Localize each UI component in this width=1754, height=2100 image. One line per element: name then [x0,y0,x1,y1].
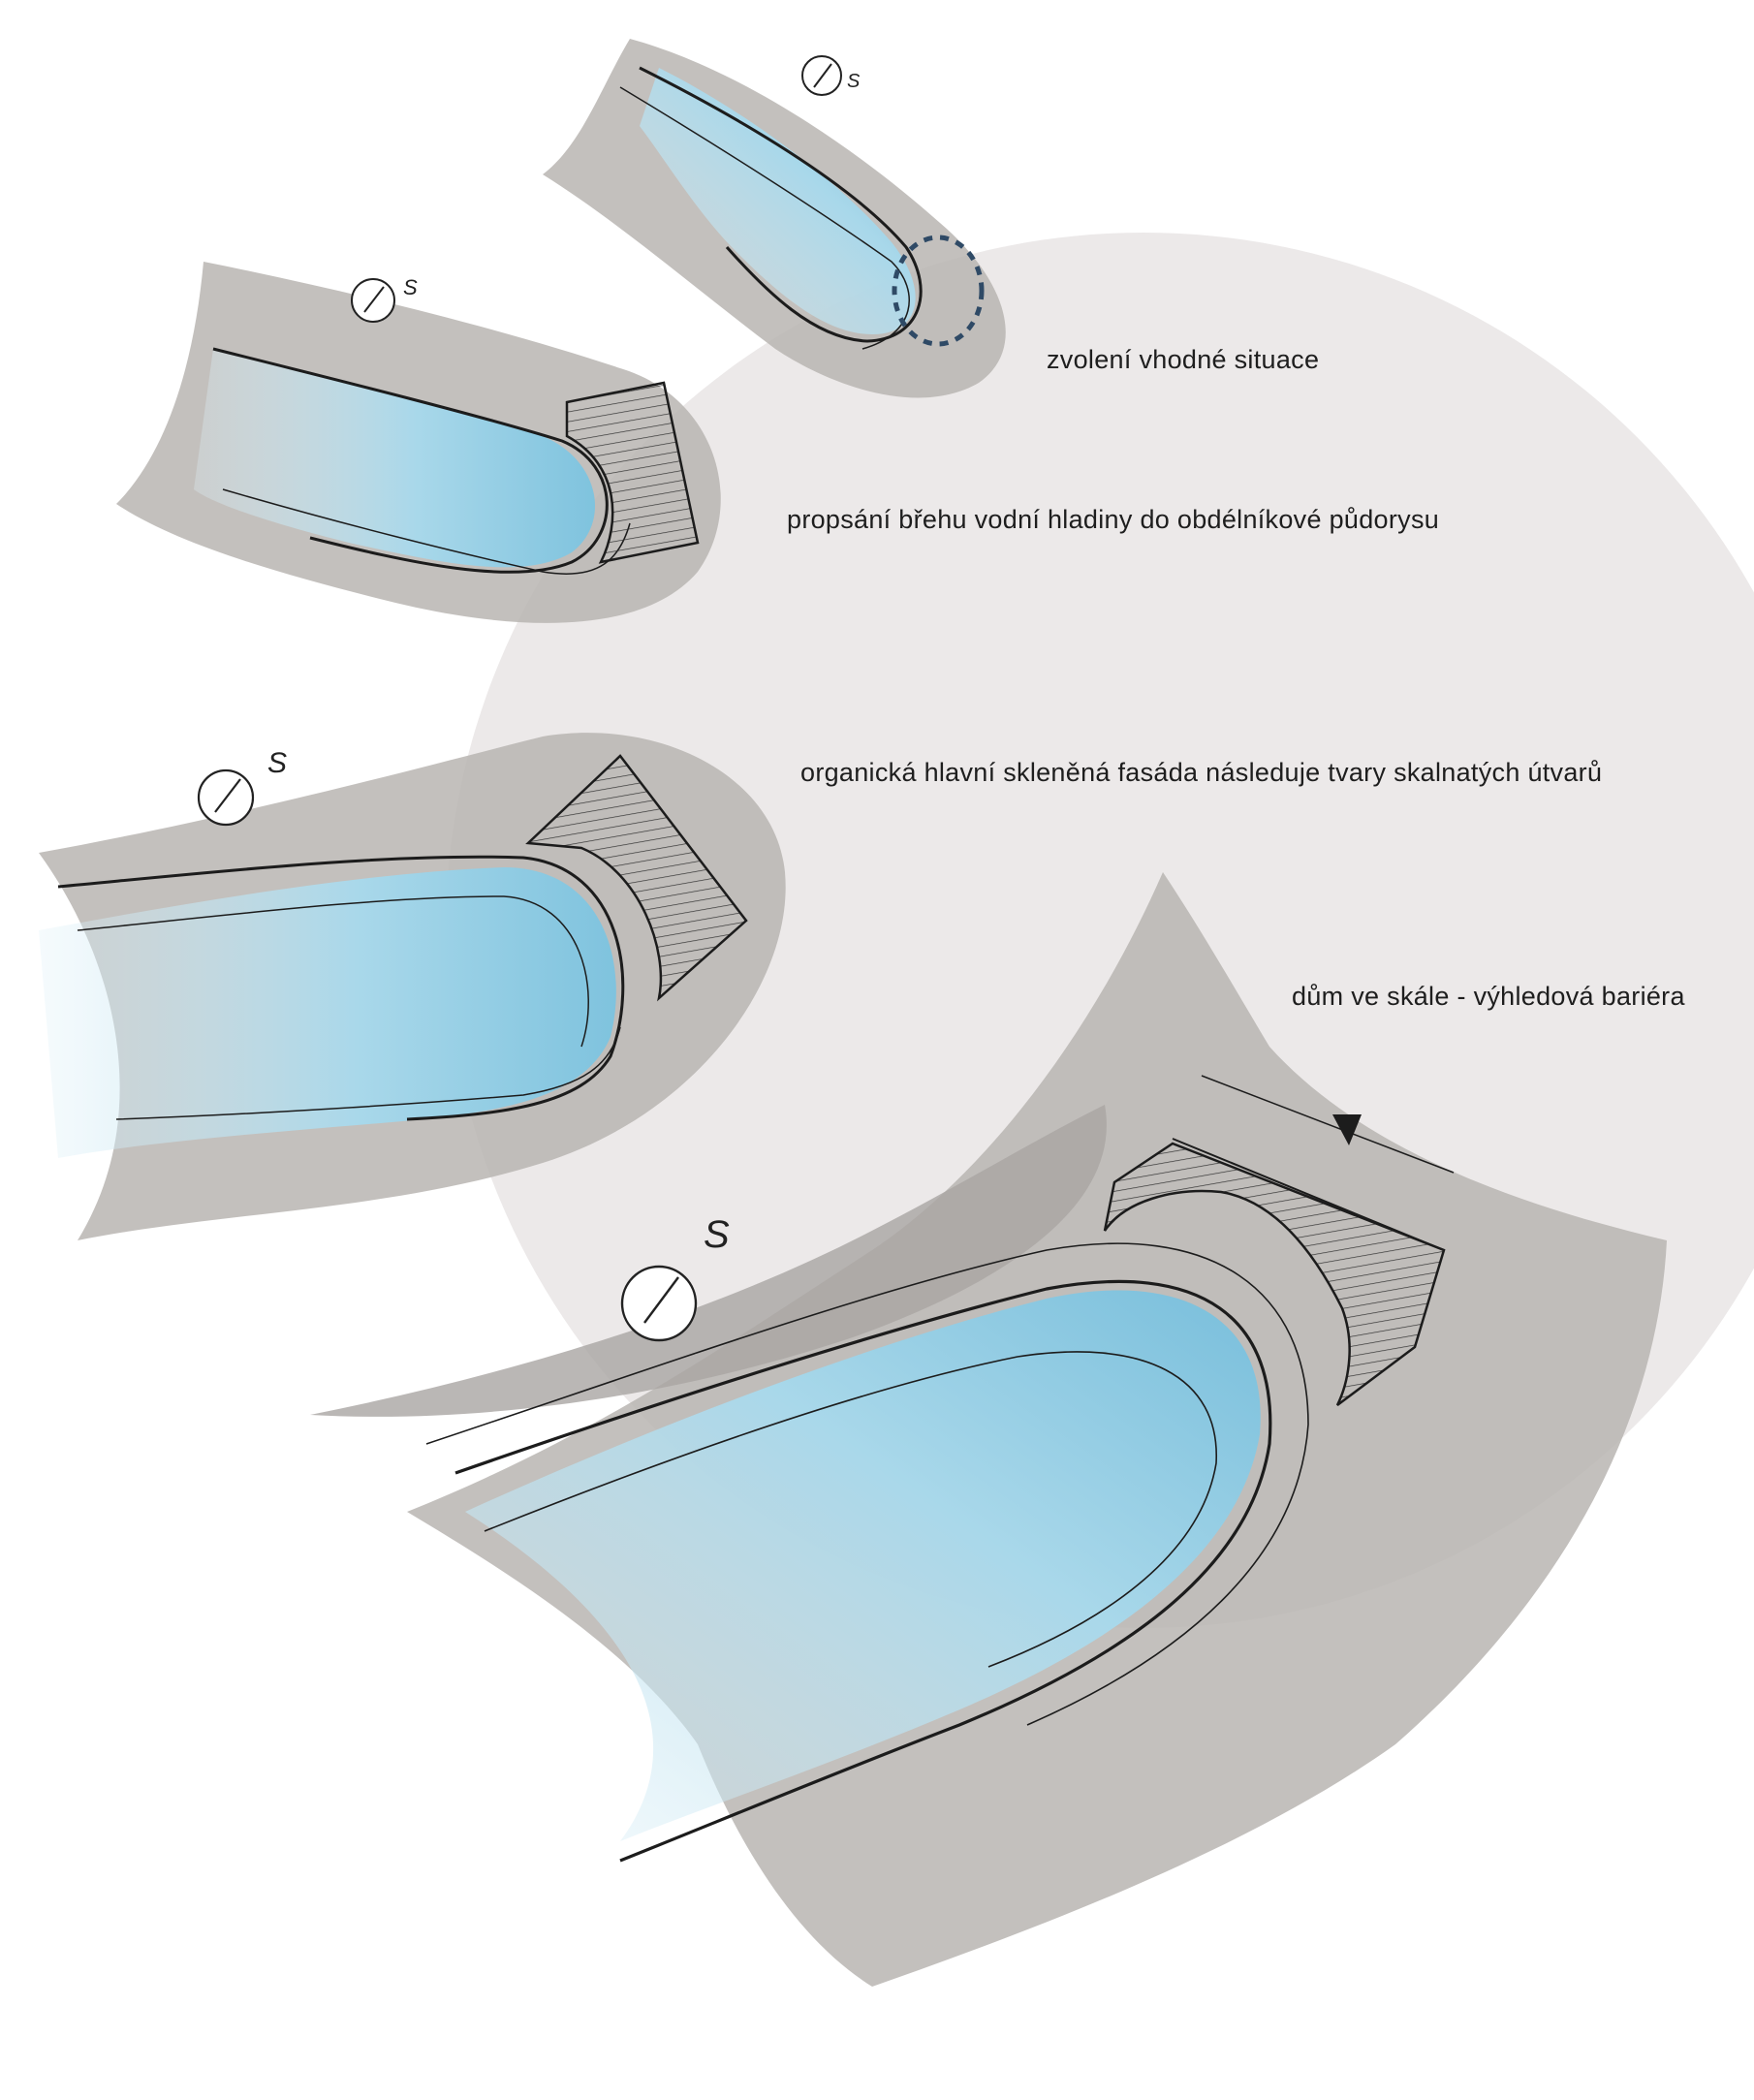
caption-rectangular-plan: propsání břehu vodní hladiny do obdélník… [787,505,1439,535]
north-label-2: S [403,275,418,299]
north-label-1: S [847,71,861,92]
caption-site-selection: zvolení vhodné situace [1047,345,1319,375]
sketch-1-site-selection: S [543,39,1006,397]
north-label-4: S [704,1213,730,1256]
caption-house-in-rock: dům ve skále - výhledová bariéra [1292,982,1685,1012]
north-label-3: S [267,747,287,779]
sketch-2-rectangular-plan: S [116,262,721,623]
caption-organic-facade: organická hlavní skleněná fasáda následu… [800,758,1602,788]
north-arrow-1: S [802,56,861,95]
